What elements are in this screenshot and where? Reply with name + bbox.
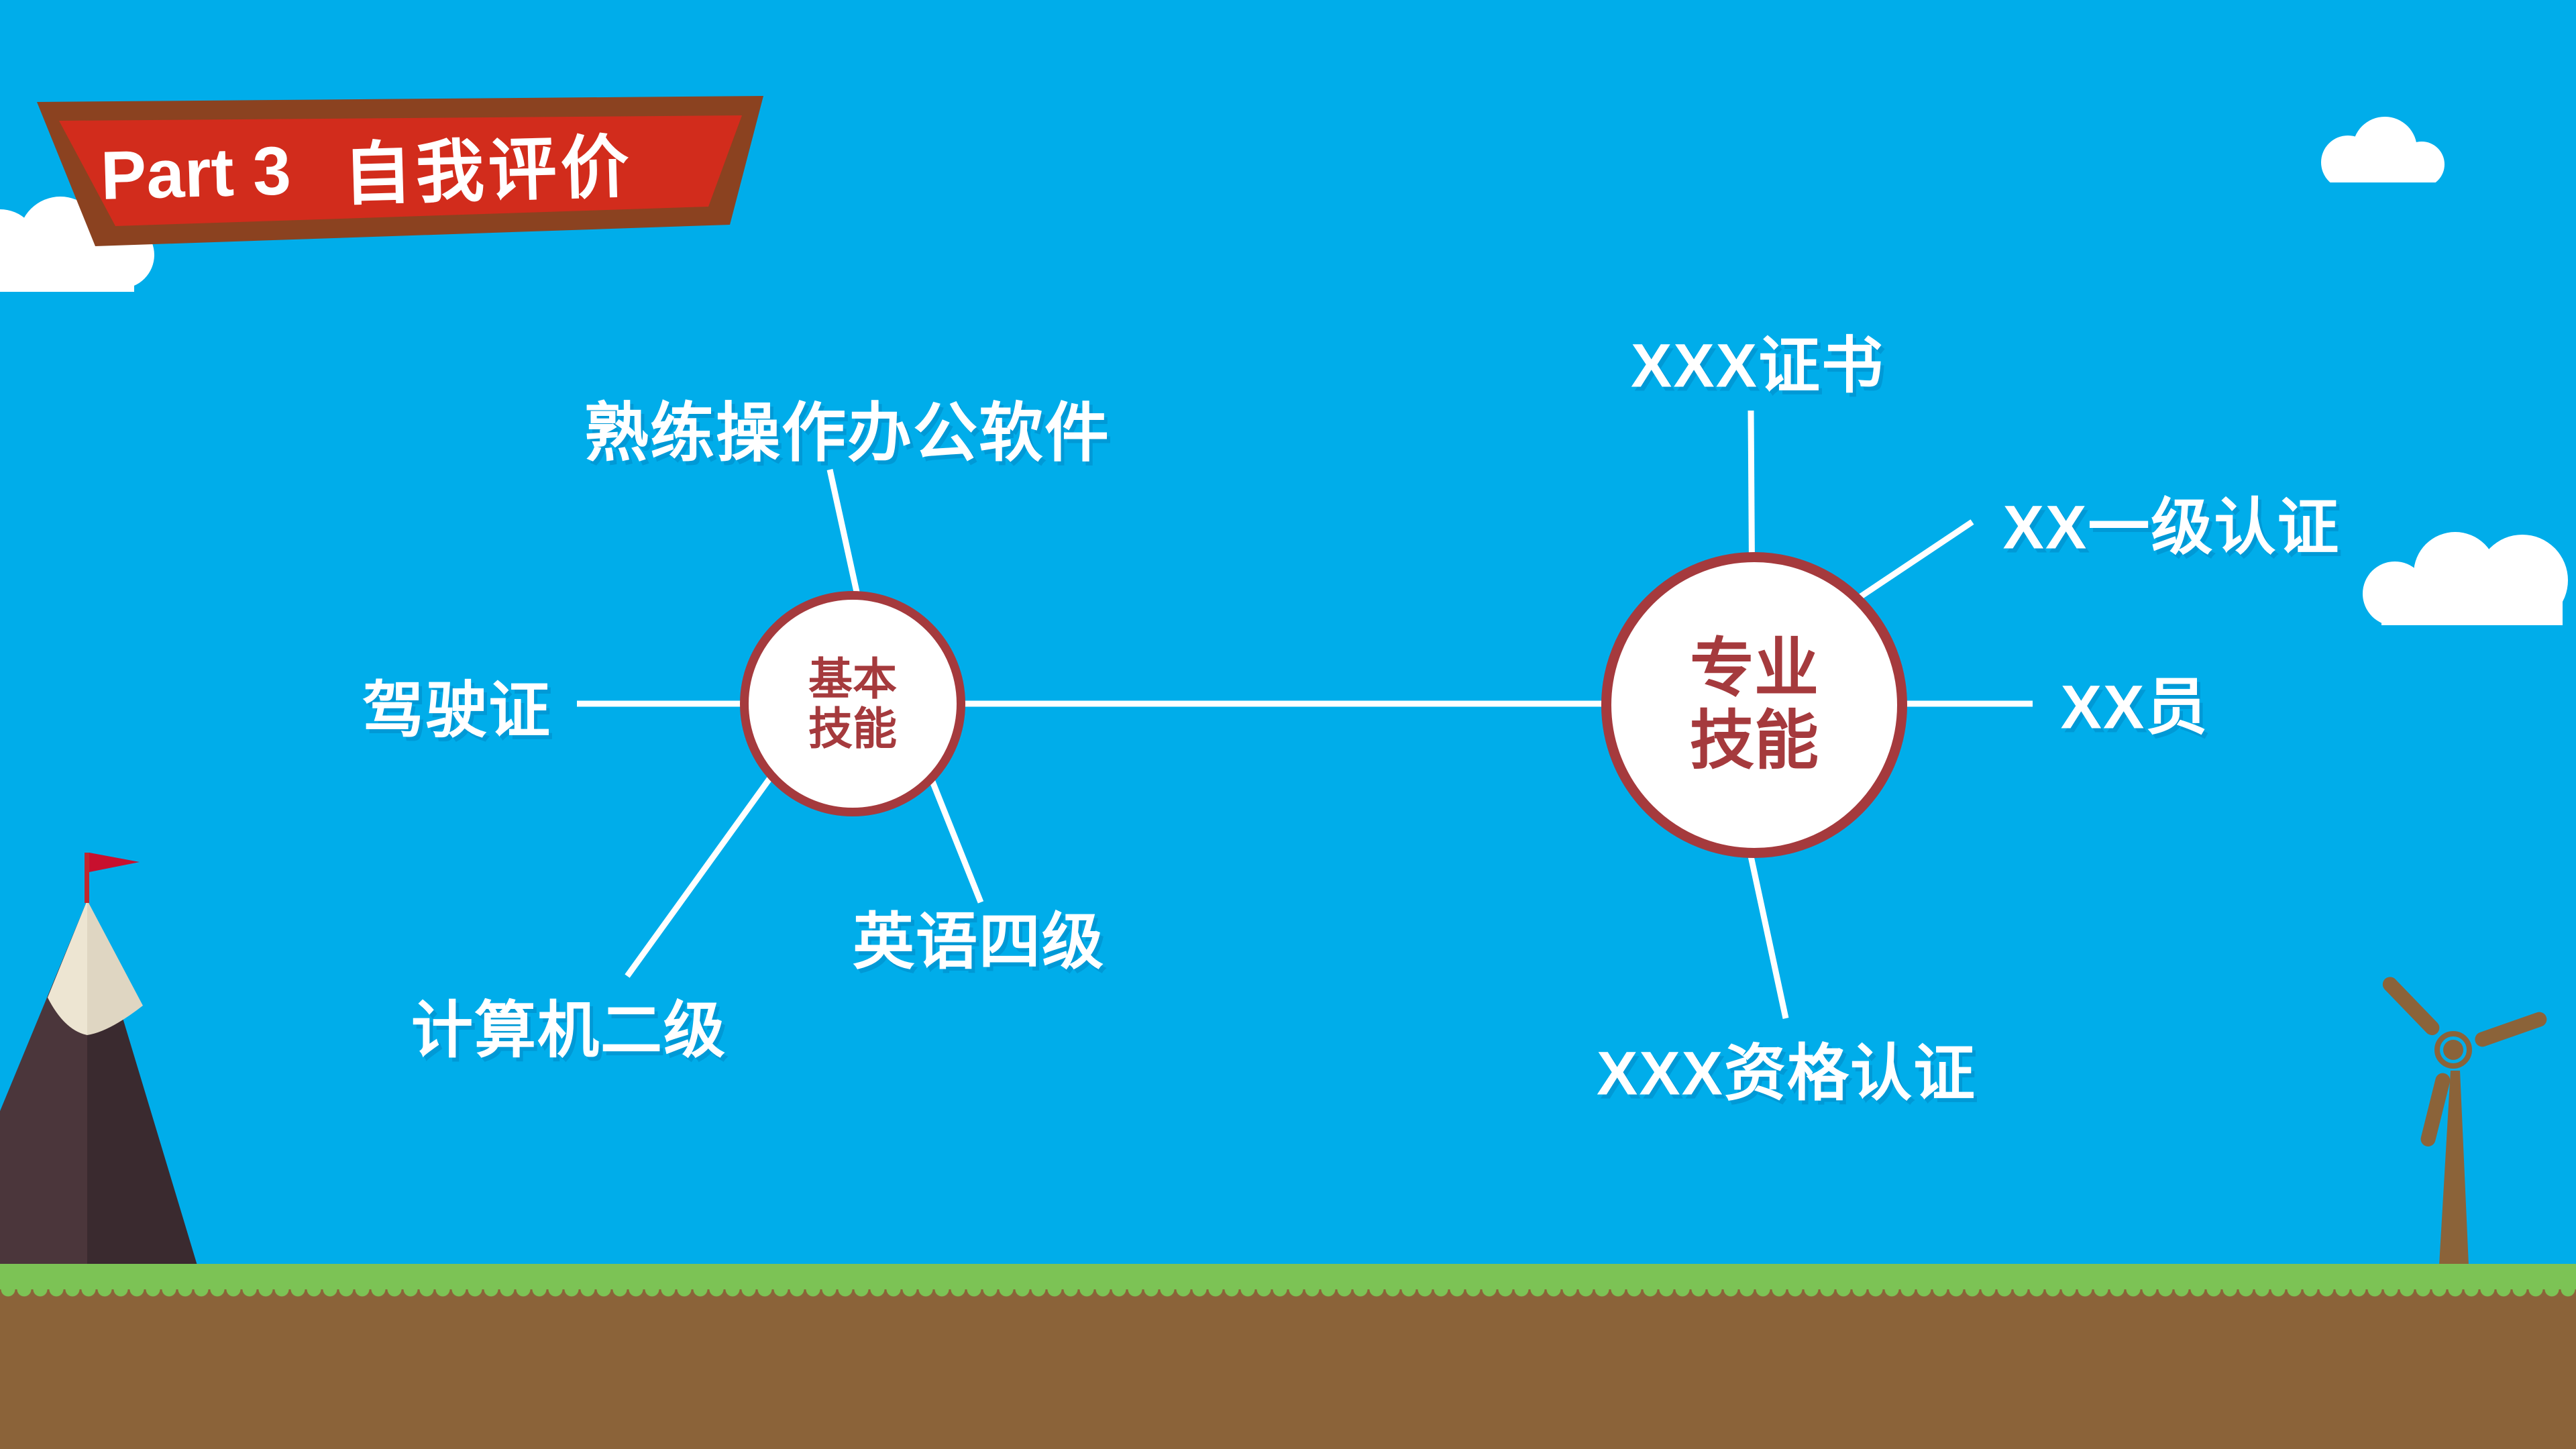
basic-skills-hub: 基本 技能 <box>740 591 965 816</box>
hub-label-line1: 基本 <box>808 654 897 704</box>
flag-icon <box>89 853 140 872</box>
mountain-icon <box>0 853 197 1265</box>
branch-xx-level1-certification: XX一级认证 <box>2002 493 2341 562</box>
hub-label-line2: 技能 <box>808 704 897 753</box>
branch-xxx-qualification: XXX资格认证 <box>1596 1039 1977 1108</box>
branch-english-cet4: 英语四级 <box>852 908 1106 977</box>
flagpole <box>85 853 89 903</box>
branch-office-software: 熟练操作办公软件 <box>584 397 1110 470</box>
branch-computer-level2: 计算机二级 <box>411 996 727 1065</box>
cloud-icon <box>2321 117 2445 182</box>
wind-turbine-icon <box>2382 977 2547 1265</box>
cloud-icon <box>2363 532 2568 625</box>
grass-strip <box>0 1264 2576 1289</box>
dirt-ground <box>0 1289 2576 1449</box>
branch-drivers-license: 驾驶证 <box>362 676 552 745</box>
grass-scalloped-edge <box>0 1289 2576 1300</box>
hub-label-line1: 专业 <box>1690 633 1819 704</box>
branch-xx-staff: XX员 <box>2060 673 2209 742</box>
professional-skills-hub: 专业 技能 <box>1601 552 1907 858</box>
hub-label-line2: 技能 <box>1690 705 1819 777</box>
title-banner <box>37 96 763 246</box>
branch-xxx-certificate: XXX证书 <box>1630 331 1885 400</box>
